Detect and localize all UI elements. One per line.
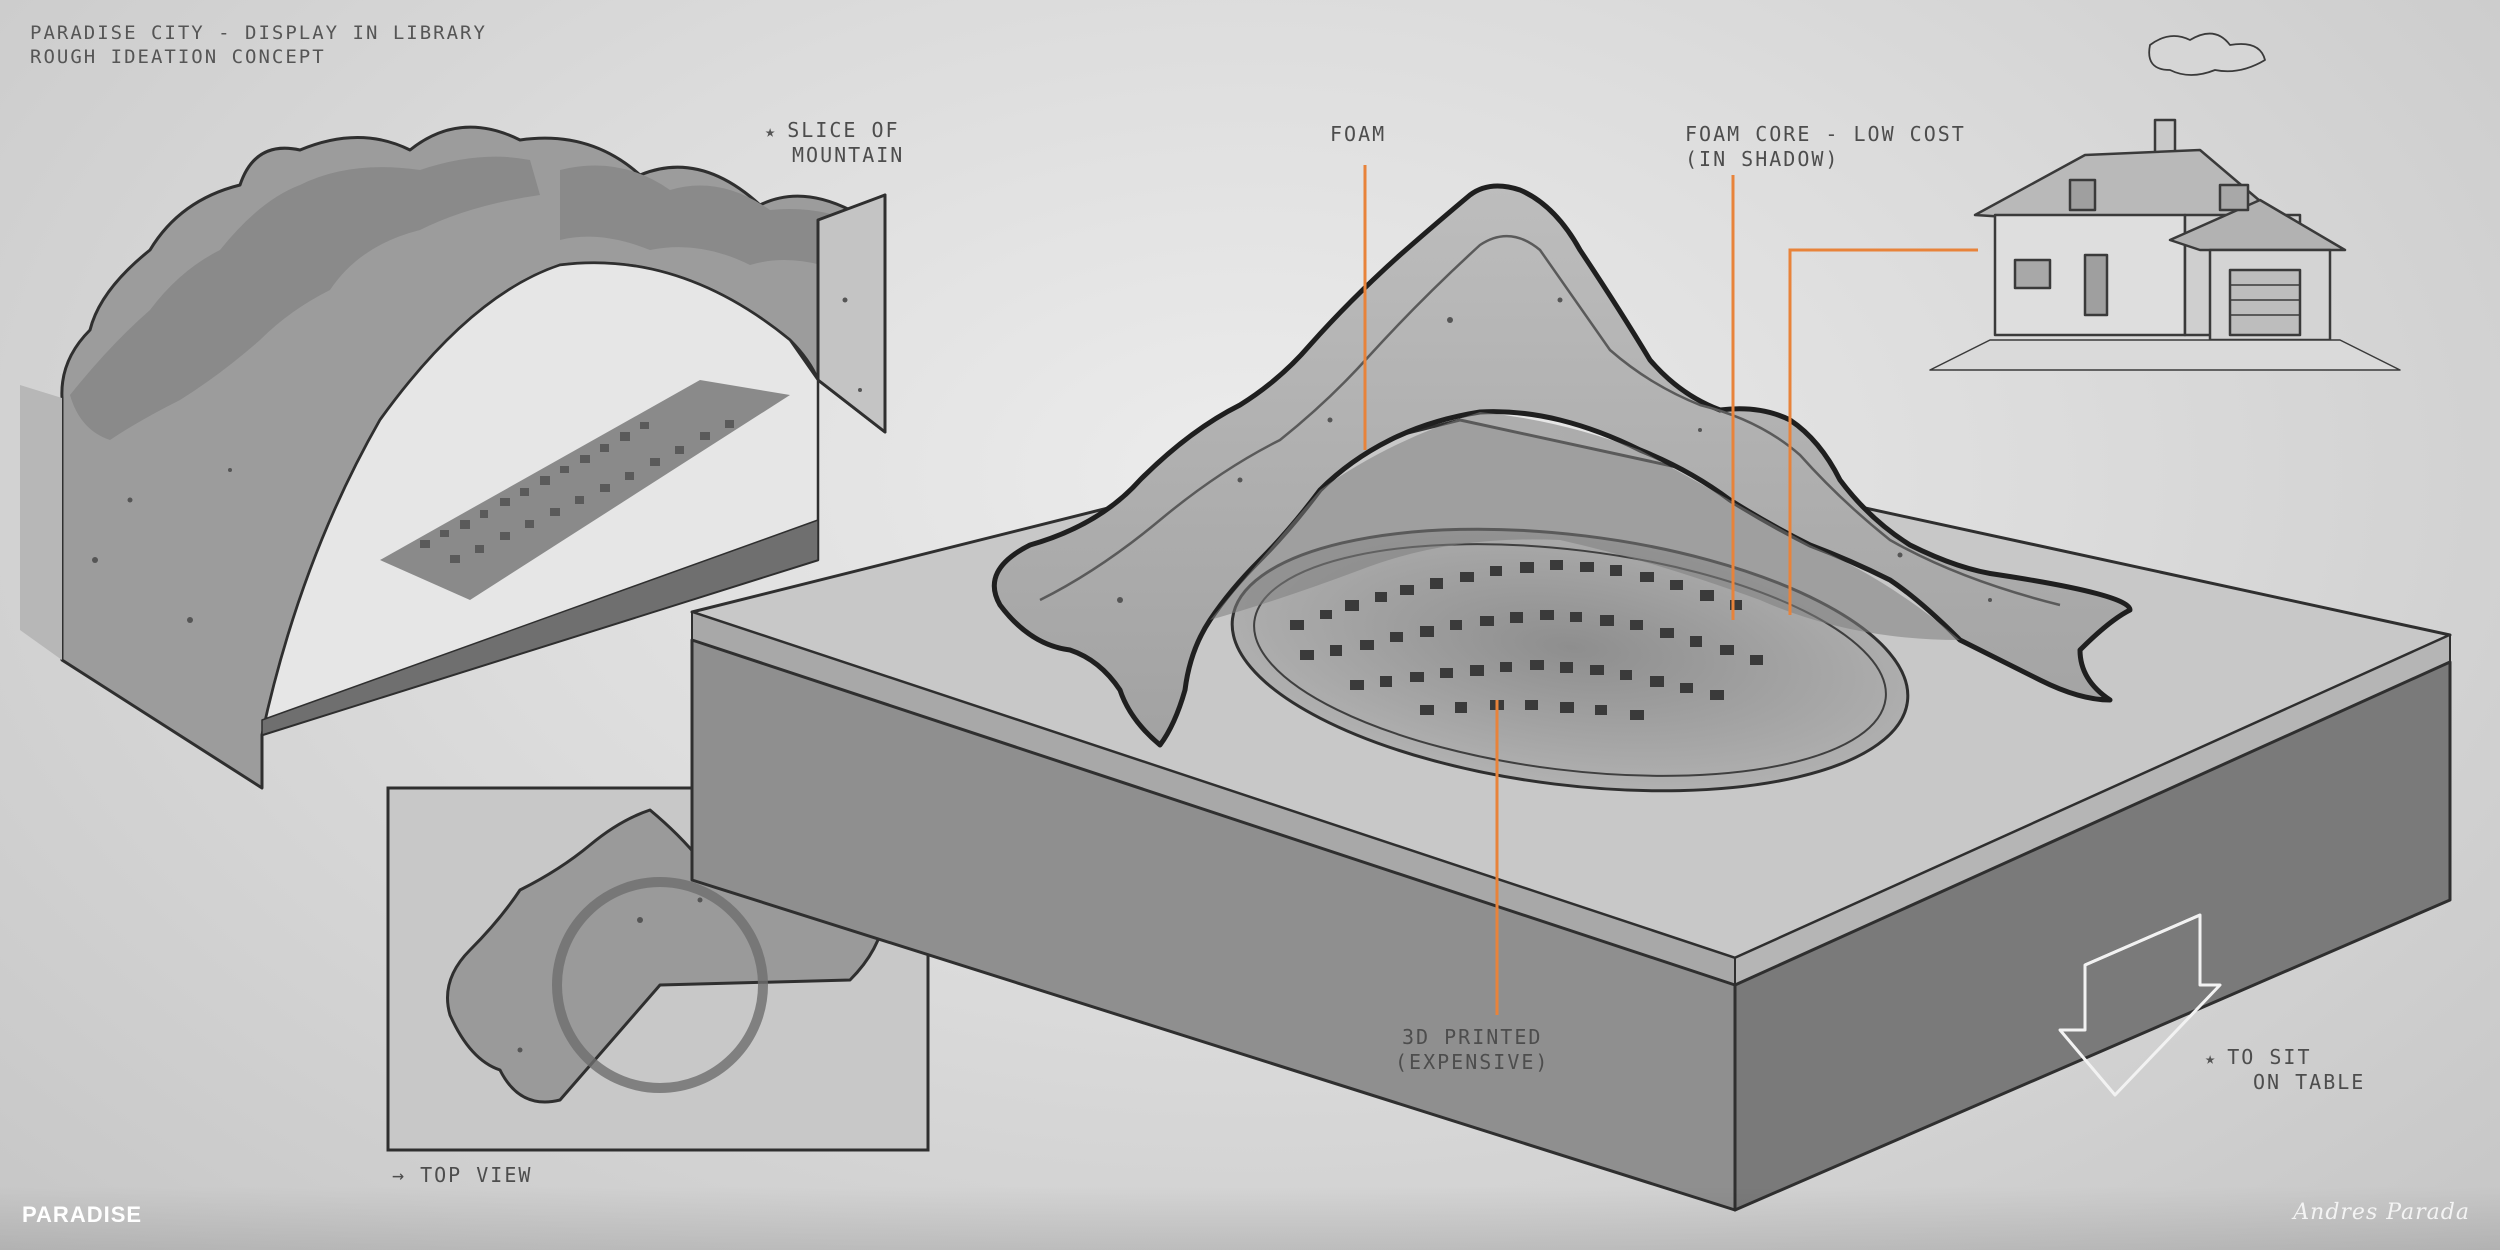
brand-logo: PARADISE bbox=[22, 1202, 143, 1227]
annotation-3d-printed-line1: 3D printed bbox=[1402, 1025, 1543, 1049]
arrow-right-icon: → bbox=[392, 1163, 421, 1187]
to-table-arrow bbox=[2058, 913, 2222, 1097]
leader-lines bbox=[1363, 165, 1978, 1015]
city-plate bbox=[1230, 527, 1910, 793]
sheet-header: Paradise City - Display in Library Rough… bbox=[30, 22, 487, 70]
annotation-slice-line1: Slice of bbox=[787, 118, 900, 142]
annotation-slice: Slice ofMountain bbox=[765, 118, 904, 168]
annotation-slice-line2: Mountain bbox=[792, 143, 905, 168]
annotation-table-line1: To sit bbox=[2227, 1045, 2312, 1069]
header-title: Paradise City - Display in Library bbox=[30, 22, 487, 44]
artist-signature: Andres Parada bbox=[2293, 1200, 2470, 1225]
footer-bar bbox=[0, 1186, 2500, 1250]
annotation-foam-core-line1: Foam core - low cost bbox=[1685, 122, 1966, 146]
annotation-3d-printed-line2: (expensive) bbox=[1395, 1050, 1550, 1074]
house-sketch bbox=[1929, 32, 2401, 371]
annotation-foam-core: Foam core - low cost(in shadow) bbox=[1685, 122, 1966, 172]
annotation-foam-core-line2: (in shadow) bbox=[1685, 147, 1840, 171]
annotation-3d-printed: 3D printed(expensive) bbox=[1395, 1025, 1549, 1075]
foam-mountain bbox=[991, 183, 2133, 748]
header-subtitle: Rough Ideation Concept bbox=[30, 45, 326, 68]
annotation-table: To siton table bbox=[2205, 1045, 2365, 1095]
annotation-top-view: → Top view bbox=[392, 1163, 532, 1188]
annotation-table-line2: on table bbox=[2253, 1070, 2366, 1095]
annotation-top-view-label: Top view bbox=[420, 1163, 533, 1187]
mountain-slice-sketch bbox=[20, 125, 887, 790]
annotation-foam: Foam bbox=[1330, 122, 1387, 146]
leader-house bbox=[1788, 248, 1978, 615]
